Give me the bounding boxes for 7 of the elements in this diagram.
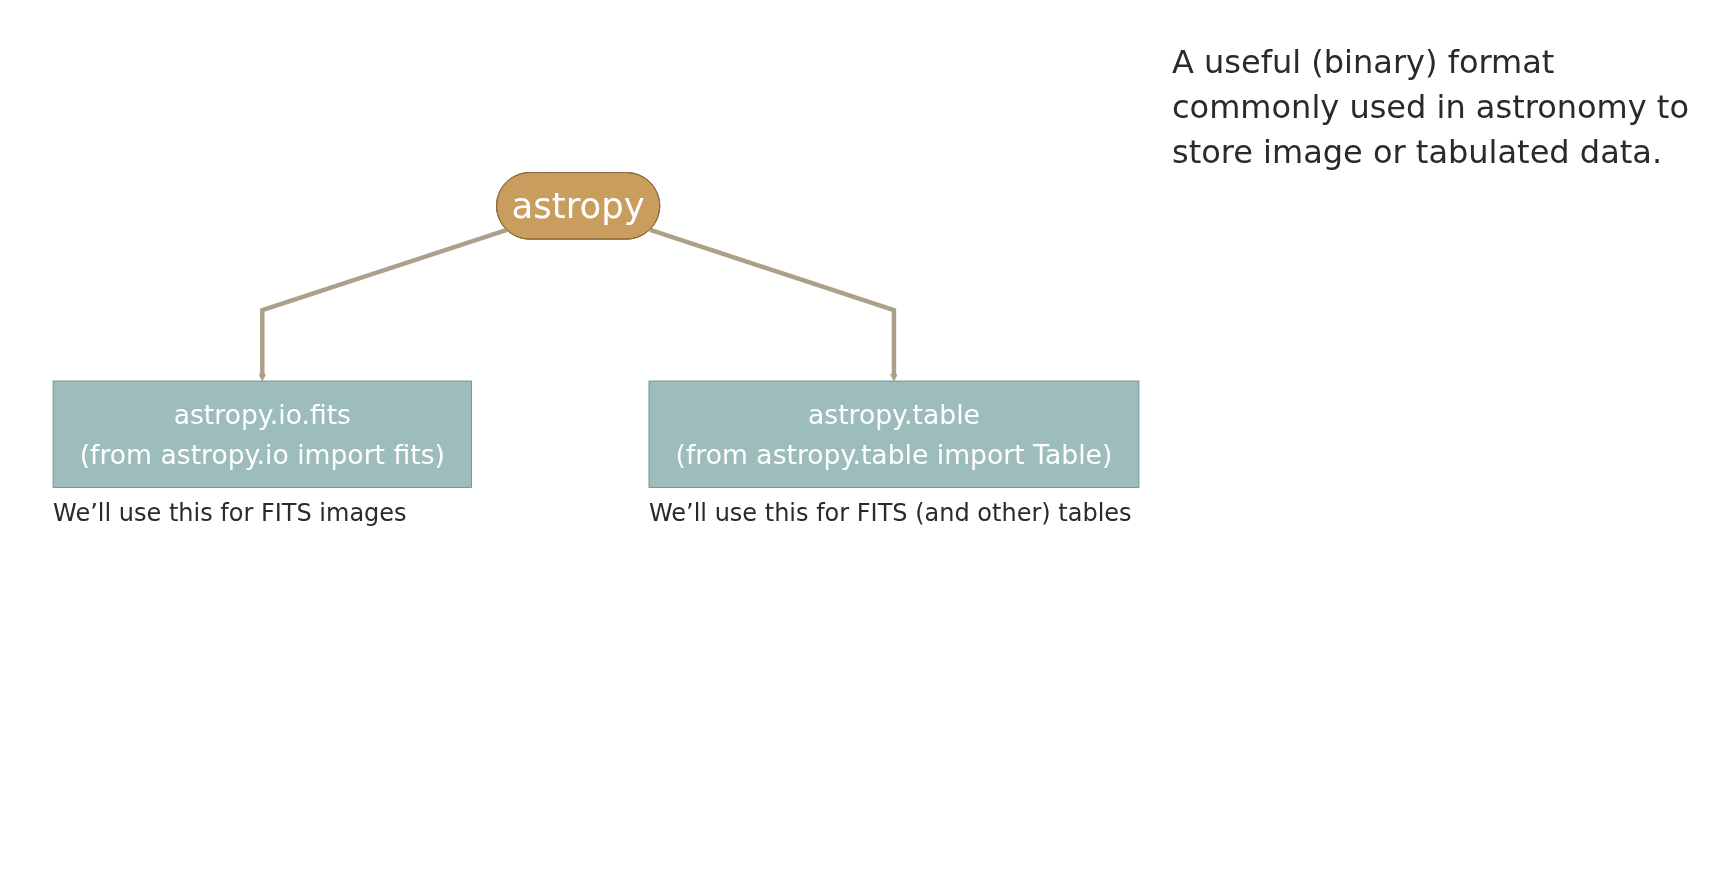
arrow xyxy=(258,227,508,382)
caption-text: We’ll use this for FITS images xyxy=(53,499,408,528)
note-text: A useful (binary) format commonly used in astronomy to store image or tabulated data. xyxy=(1172,42,1690,173)
arrow xyxy=(649,227,898,382)
node-box: astropy.io.fits (from astropy.io import fits) xyxy=(52,380,472,488)
node-box: astropy.table (from astropy.table import Table) xyxy=(648,380,1140,488)
caption-text: We’ll use this for FITS (and other) tables xyxy=(648,499,1133,528)
